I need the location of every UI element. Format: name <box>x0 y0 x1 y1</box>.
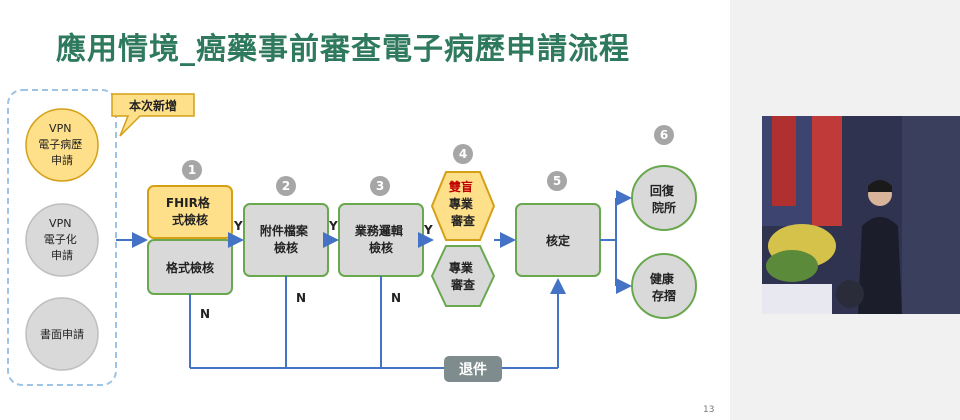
step-number-3: 3 <box>376 179 384 193</box>
step-number-1: 1 <box>188 163 196 177</box>
svg-text:Y: Y <box>423 223 433 237</box>
step4-review-hex <box>430 245 496 307</box>
step5-label: 核定 <box>546 233 570 248</box>
source-vpn-electronic <box>25 203 99 277</box>
step-number-4: 4 <box>459 147 467 161</box>
page-number: 13 <box>703 405 715 415</box>
reject-paths <box>189 276 566 369</box>
source-paper-label: 書面申請 <box>40 327 84 341</box>
yes-labels: Y Y Y <box>233 219 433 237</box>
presenter-video-feed <box>762 116 960 314</box>
svg-text:N: N <box>391 291 401 305</box>
source-paper <box>25 297 99 371</box>
outcome-reply-hospital <box>631 165 697 231</box>
svg-text:N: N <box>200 307 210 321</box>
svg-text:N: N <box>296 291 306 305</box>
step1-format-label: 格式檢核 <box>166 260 214 275</box>
step-number-badges <box>182 125 674 196</box>
step2-label: 附件檔案 檢核 <box>260 223 312 255</box>
source-vpn-ehr-label: VPN 電子病歷 申請 <box>38 122 86 167</box>
step-number-2: 2 <box>282 179 290 193</box>
step4-review-label: 專業 審查 <box>449 260 477 292</box>
presentation-slide: 應用情境_癌藥事前審查電子病歷申請流程 本次新增 VPN 電子病歷 申請 VPN… <box>7 32 715 415</box>
source-vpn-ehr <box>25 108 99 182</box>
return-label: 退件 <box>459 361 487 378</box>
outcome-health-passbook-label: 健康 存摺 <box>650 271 678 303</box>
forward-arrows <box>228 190 632 294</box>
source-vpn-electronic-label: VPN 電子化 申請 <box>44 217 81 262</box>
svg-text:Y: Y <box>328 219 338 233</box>
outcome-health-passbook <box>631 253 697 319</box>
outcome-reply-hospital-label: 回復 院所 <box>650 183 678 215</box>
return-badge <box>444 356 502 382</box>
source-group <box>7 89 117 386</box>
callout-text: 本次新增 <box>129 98 177 113</box>
step1-fhir-box <box>147 185 233 239</box>
callout-box <box>111 93 195 137</box>
step2-box <box>243 203 329 277</box>
svg-text:Y: Y <box>233 219 243 233</box>
presenter-video-icon <box>762 116 960 314</box>
step3-label: 業務邏輯 檢核 <box>354 223 407 255</box>
no-labels: N N N <box>200 291 401 321</box>
step1-fhir-label: FHIR格 式檢核 <box>166 195 214 227</box>
step3-box <box>338 203 424 277</box>
step-number-5: 5 <box>553 174 561 188</box>
flowchart: 本次新增 VPN 電子病歷 申請 VPN 電子化 申請 書面申請 1 <box>7 89 697 386</box>
step4-double-blind-label: 雙盲 專業 審查 <box>449 179 477 228</box>
step4-double-blind-hex <box>430 171 496 241</box>
step-number-6: 6 <box>660 128 668 142</box>
slide-title: 應用情境_癌藥事前審查電子病歷申請流程 <box>56 32 630 67</box>
